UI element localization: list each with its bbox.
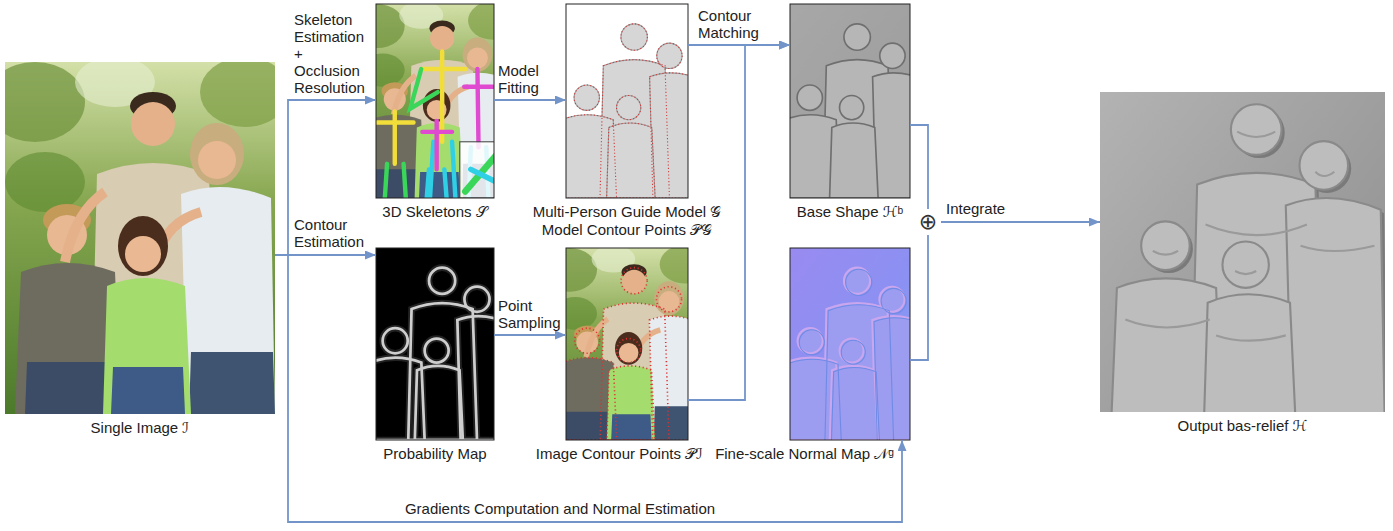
contour-points-panel: Image Contour Points 𝒫ℐ xyxy=(566,248,688,440)
connector-arrow xyxy=(494,334,566,336)
output-relief: Output bas-relief ℋ xyxy=(1100,92,1385,412)
guide-model-panel xyxy=(553,4,702,198)
panel-frame xyxy=(376,4,494,198)
panel-frame xyxy=(790,248,910,440)
probability-panel: Probability Map xyxy=(376,248,494,440)
symbol-text: ⊕ xyxy=(915,209,941,235)
output-relief xyxy=(1100,66,1388,441)
connector-arrow xyxy=(494,99,566,101)
panel-frame xyxy=(790,4,910,198)
normal-map-panel xyxy=(776,248,925,442)
probability-panel xyxy=(361,248,508,440)
edge-label: Point Sampling xyxy=(498,297,564,331)
edge-label: Model Fitting xyxy=(498,62,564,96)
connector-arrow xyxy=(910,125,928,209)
normal-map-panel: Fine-scale Normal Map 𝒩ᵍ xyxy=(790,248,910,440)
panel-caption: Image Contour Points 𝒫ℐ xyxy=(536,445,703,463)
input-photo: Single Image ℐ xyxy=(5,62,275,414)
skeleton-panel: 3D Skeletons 𝒮 xyxy=(376,4,494,198)
edge-label: Gradients Computation and Normal Estimat… xyxy=(405,500,715,517)
panel-caption: Multi-Person Guide Model 𝒢 xyxy=(533,203,722,221)
panel-frame xyxy=(376,248,494,440)
panel-caption: Fine-scale Normal Map 𝒩ᵍ xyxy=(715,445,894,463)
panel-caption: Single Image ℐ xyxy=(91,419,190,437)
connector-arrow xyxy=(910,235,928,360)
edge-label: Skeleton Estimation + Occlusion Resoluti… xyxy=(294,11,372,96)
panel-frame xyxy=(566,4,688,198)
panel-frame xyxy=(566,248,688,440)
connector-arrow xyxy=(275,254,376,256)
connector-arrow xyxy=(941,221,1100,223)
edge-label: Contour Matching xyxy=(698,7,784,41)
panel-caption: Probability Map xyxy=(383,445,486,463)
integrate-symbol: ⊕ xyxy=(915,209,941,235)
guide-model-panel: Multi-Person Guide Model 𝒢Model Contour … xyxy=(566,4,688,198)
connector-arrow xyxy=(275,255,902,522)
edge-label: Integrate xyxy=(946,200,1005,217)
panel-caption: Base Shape ℋᵇ xyxy=(797,203,903,221)
panel-caption: 3D Skeletons 𝒮 xyxy=(382,203,487,221)
input-photo xyxy=(0,57,290,414)
panel-caption: Output bas-relief ℋ xyxy=(1178,417,1308,435)
panel-caption: Model Contour Points 𝒫𝒢 xyxy=(542,221,712,239)
contour-points-panel xyxy=(542,245,708,440)
base-shape-panel: Base Shape ℋᵇ xyxy=(790,4,910,198)
base-shape-panel xyxy=(776,4,925,198)
edge-label: Contour Estimation xyxy=(294,216,372,250)
connector-arrow xyxy=(275,100,376,255)
